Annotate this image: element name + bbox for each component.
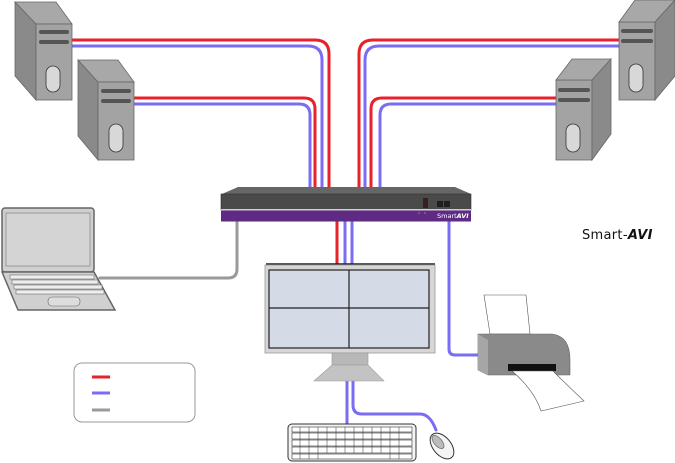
cable-usb-pc1 — [70, 44, 324, 190]
cable-usb-pc3 — [363, 44, 622, 190]
cable-video-pc4 — [369, 96, 558, 190]
cable-usb-printer — [447, 220, 480, 357]
monitor — [264, 263, 436, 382]
cable-legend — [73, 362, 196, 423]
switch-brand-label: SmartAVI — [437, 212, 469, 220]
laptop — [0, 207, 117, 311]
kvm-switch — [220, 187, 472, 222]
cable-video-pc3 — [357, 38, 622, 190]
cable-usb-pc2 — [133, 102, 312, 190]
printer — [477, 294, 585, 412]
cable-audio-laptop — [98, 220, 239, 280]
cable-usb-mouse — [351, 378, 438, 432]
cable-usb-pc4 — [378, 102, 558, 190]
computer-4 — [555, 57, 612, 162]
brand-logo: Smart-AVI — [582, 228, 653, 243]
mouse — [429, 432, 455, 460]
cable-video-pc2 — [133, 96, 317, 190]
keyboard — [287, 423, 417, 462]
computer-2 — [77, 58, 135, 162]
cable-video-pc1 — [70, 38, 331, 190]
computer-1 — [14, 1, 73, 102]
computer-3 — [618, 0, 675, 102]
